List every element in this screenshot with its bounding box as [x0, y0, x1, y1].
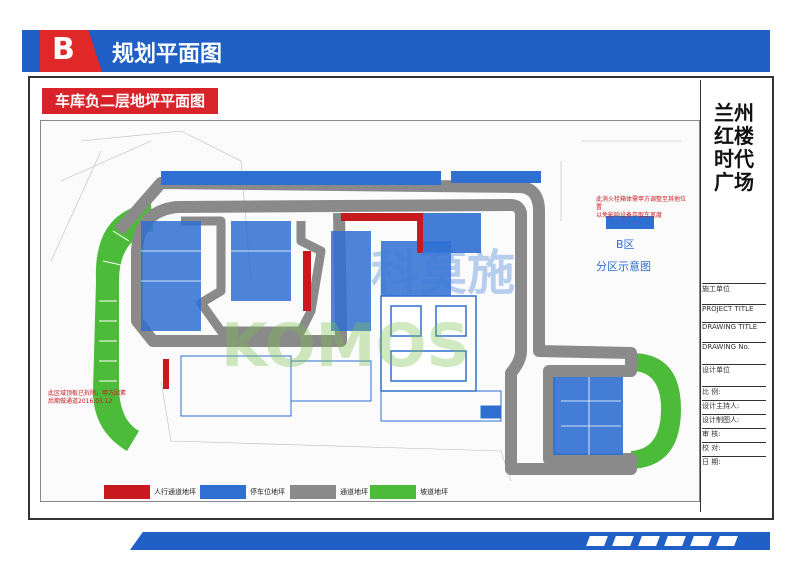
info-row: 日 期:	[702, 456, 766, 467]
note-fire-box: 此消火栓箱体需甲方调整至其他位置 以免影响设备存取车宽度	[596, 196, 690, 220]
legend-label-walkway: 人行通道地坪	[154, 488, 196, 496]
footer-stripe	[716, 536, 738, 546]
floor-plan-drawing: 科莫施 KOMOS	[50, 130, 681, 482]
footer-stripe	[612, 536, 634, 546]
legend-swatch-ramp	[370, 485, 416, 499]
legend-swatch-lane	[290, 485, 336, 499]
project-name: 兰州红楼时代广场	[714, 101, 754, 194]
legend-label-ramp: 坡道地坪	[420, 488, 448, 496]
ramp-right	[631, 353, 681, 469]
note-ceiling: 此区域顶板已拆除，甲方因素 后期做通道2016.03.12	[48, 390, 138, 406]
info-row: 设计单位	[702, 364, 766, 375]
info-row: 校 对:	[702, 442, 766, 453]
floor-plan: 科莫施 KOMOS	[40, 120, 700, 502]
footer-stripe	[638, 536, 660, 546]
legend-label-lane: 通道地坪	[340, 488, 368, 496]
info-row: 审 核:	[702, 428, 766, 439]
footer-stripe	[586, 536, 608, 546]
info-row: PROJECT TITLE	[702, 304, 766, 313]
info-row: 设计制图人:	[702, 414, 766, 425]
watermark-cn: 科莫施	[371, 245, 515, 301]
ramp-left	[93, 203, 153, 451]
footer-stripe	[664, 536, 686, 546]
note-line: 此区域顶板已拆除，甲方因素	[48, 390, 127, 397]
footer-bar	[130, 532, 770, 550]
watermark-en: KOMOS	[221, 311, 470, 381]
info-row: DRAWING No.	[702, 342, 766, 351]
page-title: 规划平面图	[112, 42, 223, 67]
note-line: 此消火栓箱体需甲方调整至其他位置	[596, 196, 687, 211]
info-row: DRAWING TITLE	[702, 322, 766, 331]
info-row: 设计主持人:	[702, 400, 766, 411]
header-bar	[22, 30, 770, 72]
note-line: 后期做通道2016.03.12	[48, 398, 113, 405]
plan-title: 车库负二层地坪平面图	[42, 88, 218, 114]
zone-label: B区	[616, 238, 635, 251]
section-letter: B	[52, 32, 75, 67]
info-row: 施工单位	[702, 283, 766, 294]
legend-swatch-parking	[200, 485, 246, 499]
zone-b-swatch	[606, 217, 654, 229]
legend-label-parking: 停车位地坪	[250, 488, 285, 496]
note-line: 以免影响设备存取车宽度	[596, 212, 663, 219]
zone-caption: 分区示意图	[596, 260, 651, 273]
info-row: 比 例:	[702, 386, 766, 397]
title-block	[700, 80, 769, 512]
footer-stripe	[690, 536, 712, 546]
legend-swatch-walkway	[104, 485, 150, 499]
